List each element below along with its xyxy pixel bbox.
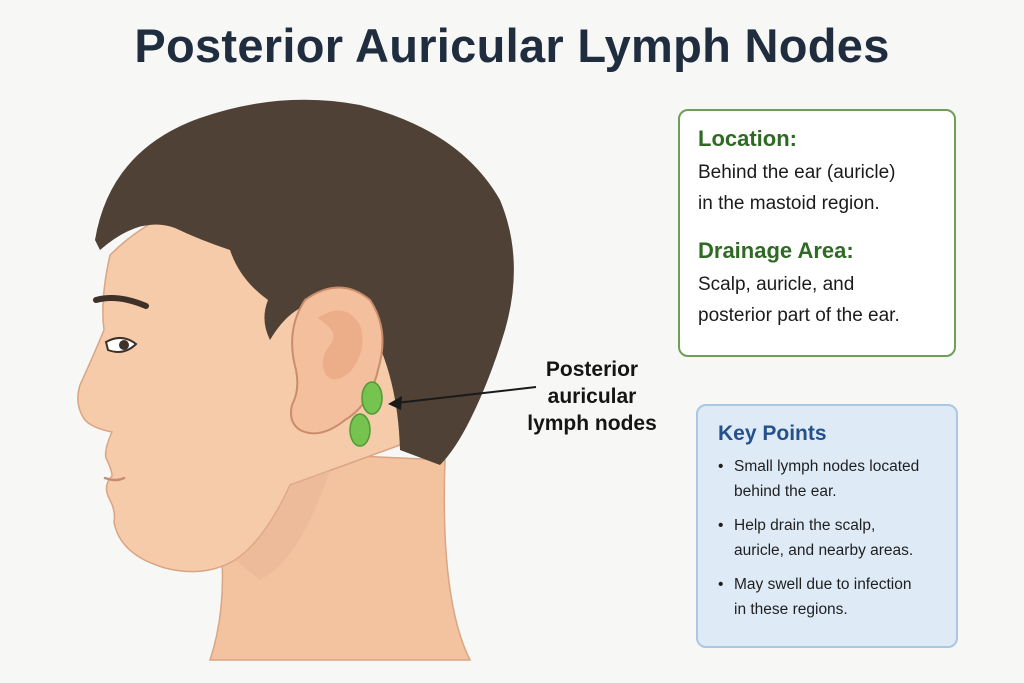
key-points-heading: Key Points [718,422,827,445]
key-points-list: • Small lymph nodes located behind the e… [718,454,942,622]
key-point-item: • May swell due to infection in these re… [718,572,942,622]
ear-inner [318,310,363,380]
bullet-icon: • [718,517,724,534]
key-point-line: behind the ear. [734,483,837,500]
location-heading: Location: [698,126,797,151]
drainage-heading: Drainage Area: [698,238,854,263]
lymph-node-lower [349,413,371,447]
key-point-line: Small lymph nodes located [734,458,920,475]
drainage-text-line: posterior part of the ear. [698,305,900,326]
lymph-node-label-line: auricular [547,385,637,408]
key-point-item: • Small lymph nodes located behind the e… [718,454,942,504]
lymph-node-label-line: lymph nodes [527,412,657,435]
eyebrow [93,295,149,309]
drainage-text: Scalp, auricle, and posterior part of th… [698,269,936,331]
pointer-line [395,386,537,404]
location-card: Location: Behind the ear (auricle) in th… [678,109,956,357]
jaw-shadow [235,470,330,580]
key-point-line: in these regions. [734,601,848,618]
mouth [103,476,126,482]
key-point-line: May swell due to infection [734,576,912,593]
location-text-line: Behind the ear (auricle) [698,162,896,183]
bullet-icon: • [718,576,724,593]
lymph-node-label-line: Posterior [545,358,639,381]
pointer-arrowhead [388,396,402,410]
drainage-text-line: Scalp, auricle, and [698,274,855,295]
key-point-line: Help drain the scalp, [734,517,876,534]
key-point-line: auricle, and nearby areas. [734,542,914,559]
lymph-node-label: Posterior auricular lymph nodes [508,356,676,437]
location-text: Behind the ear (auricle) in the mastoid … [698,157,936,219]
hair [95,99,514,465]
bullet-icon: • [718,458,724,475]
page-title: Posterior Auricular Lymph Nodes [134,19,890,72]
lymph-node-upper [361,381,383,415]
pupil [119,340,129,350]
key-points-card: Key Points • Small lymph nodes located b… [696,404,958,648]
key-point-item: • Help drain the scalp, auricle, and nea… [718,513,942,563]
location-text-line: in the mastoid region. [698,193,880,214]
